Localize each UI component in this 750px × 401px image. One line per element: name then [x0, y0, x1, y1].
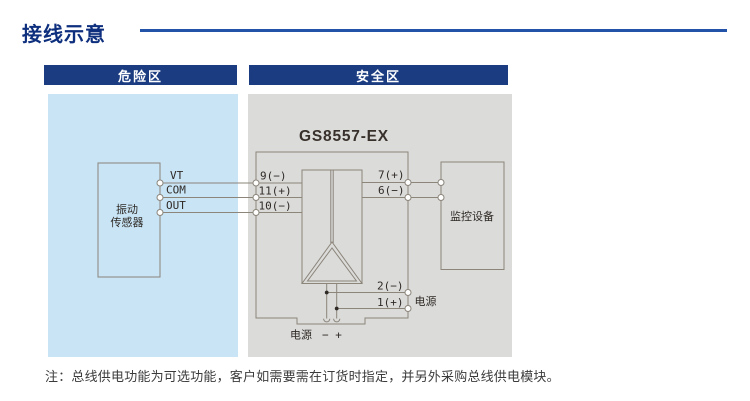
wire-label-vt: VT	[170, 169, 184, 182]
title-rule	[140, 29, 727, 32]
wire-label-com: COM	[166, 184, 186, 197]
output-terminal-6: 6(−)	[378, 184, 405, 197]
isolator-triangle-icon	[301, 241, 363, 284]
power-socket-icons	[323, 318, 341, 323]
power-terminal-2: 2(−)	[377, 280, 404, 293]
power-wires	[326, 283, 408, 319]
module-title: GS8557-EX	[299, 128, 389, 145]
hazard-zone-panel	[48, 94, 238, 357]
page-title: 接线示意	[22, 24, 106, 46]
input-terminal-9: 9(−)	[260, 170, 287, 183]
hazard-zone-header: 危险区	[44, 65, 237, 85]
power-label-bottom: 电源	[290, 328, 312, 342]
monitor-label: 监控设备	[450, 209, 494, 223]
safe-zone-header: 安全区	[249, 65, 508, 85]
sensor-label-line1: 振动	[116, 202, 138, 216]
junction-dots	[324, 290, 339, 311]
module-box	[255, 151, 409, 325]
safe-zone-label: 安全区	[355, 68, 401, 84]
input-terminal-10: 10(−)	[259, 200, 292, 213]
terminal-circles	[156, 179, 445, 312]
isolator-box	[301, 169, 363, 284]
input-terminal-11: 11(+)	[259, 185, 292, 198]
footnote: 注：总线供电功能为可选功能，客户如需要需在订货时指定，并另外采购总线供电模块。	[45, 369, 560, 384]
hazard-zone-label: 危险区	[117, 68, 163, 84]
isolator-triangle-icon	[306, 247, 358, 282]
sensor-box	[97, 162, 161, 278]
output-wires	[362, 182, 441, 198]
monitor-box	[440, 161, 505, 270]
power-terminal-1: 1(+)	[377, 296, 404, 309]
safe-zone-panel	[248, 94, 512, 357]
sensor-label-line2: 传感器	[111, 216, 144, 229]
power-label-side: 电源	[415, 294, 437, 308]
power-polarity-label: − +	[322, 329, 342, 342]
output-terminal-7: 7(+)	[378, 169, 405, 182]
sensor-wires	[160, 182, 302, 213]
wire-label-out: OUT	[166, 199, 186, 212]
